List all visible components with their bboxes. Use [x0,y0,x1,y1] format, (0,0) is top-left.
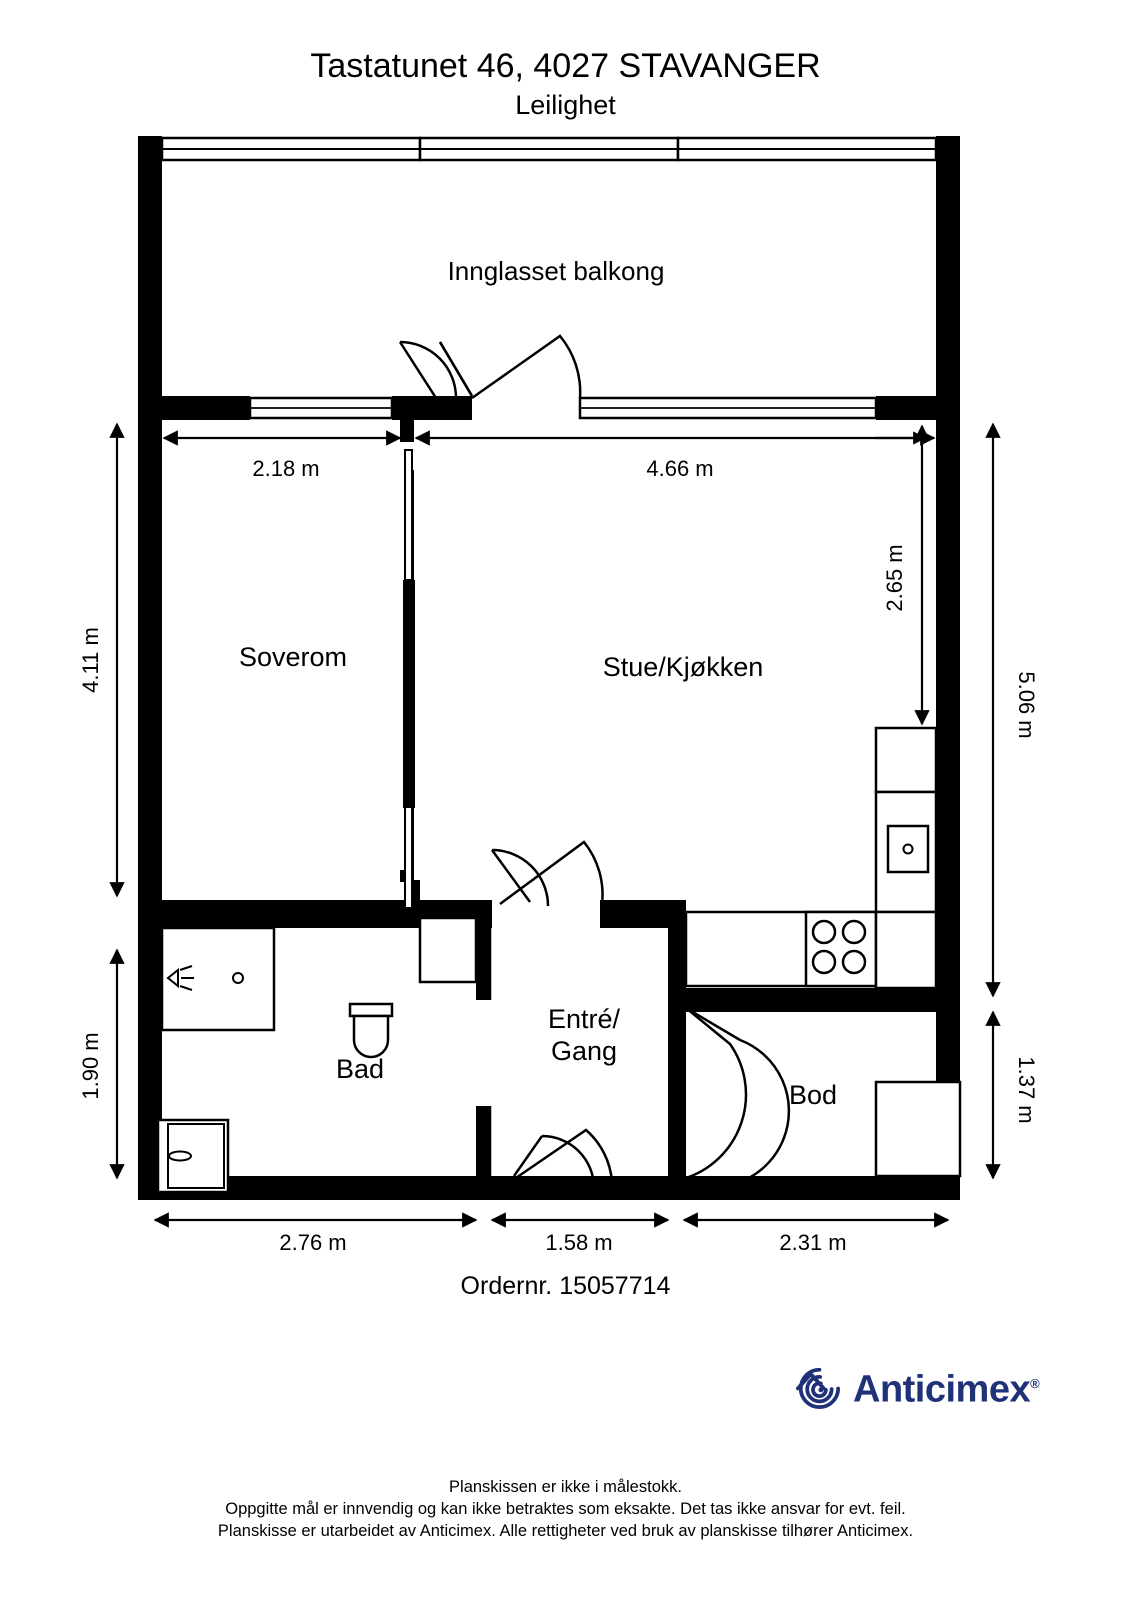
brand-name: Anticimex [853,1368,1031,1411]
dim-label-bottom-mid: 1.58 m [545,1230,612,1255]
dim-label-left-upper: 4.11 m [78,627,103,693]
toilet-icon [348,1002,394,1059]
floorplan-drawing: Innglasset balkong Soverom Stue/Kjøkken … [0,120,1131,1300]
dim-label-bottom-left: 2.76 m [279,1230,346,1255]
room-label-living: Stue/Kjøkken [603,652,764,682]
bathroom-fixtures [156,916,478,1194]
cabinet-icon [874,1080,962,1178]
anticimex-wordmark: Anticimex® [853,1364,1040,1411]
floorplan-svg: Innglasset balkong Soverom Stue/Kjøkken … [78,136,1039,1255]
room-label-balcony: Innglasset balkong [448,256,665,286]
bedroom-door-arc [499,840,604,906]
disclaimer-line-2: Oppgitte mål er innvendig og kan ikke be… [225,1500,906,1518]
dim-label-bottom-right: 2.31 m [779,1230,846,1255]
dim-label-right-outer: 5.06 m [1014,671,1039,738]
washing-machine-icon [156,1118,230,1194]
door-swing-arcs [471,334,748,1184]
storage-fixtures [874,1080,962,1178]
dim-label-kitchen-inner: 2.65 m [882,544,907,611]
page-title: Tastatunet 46, 4027 STAVANGER [310,47,821,85]
disclaimer: Planskissen er ikke i målestokk. Oppgitt… [0,1476,1131,1542]
document-header: Tastatunet 46, 4027 STAVANGER Leilighet [0,46,1131,122]
order-number: Ordernr. 15057714 [460,1272,671,1300]
room-label-hall-line1: Entré/ [548,1004,621,1034]
dim-label-right-lower: 1.37 m [1014,1056,1039,1123]
dimension-labels: 2.18 m 4.66 m 4.11 m 1.90 m 5.06 m 1.37 … [78,456,1039,1255]
anticimex-logo: Anticimex® [795,1356,1065,1418]
room-label-bedroom: Soverom [239,642,347,672]
dim-label-top-right: 4.66 m [646,456,713,481]
dim-label-top-left: 2.18 m [252,456,319,481]
room-label-bathroom: Bad [336,1054,384,1084]
dim-label-left-lower: 1.90 m [78,1032,103,1099]
wall-group [138,136,960,1200]
stove-icon [804,910,878,988]
kitchen-fixtures [684,726,938,990]
bedroom-partition [403,449,415,909]
bod-door-arc [685,1007,748,1180]
disclaimer-line-3: Planskisse er utarbeidet av Anticimex. A… [217,1522,914,1540]
spiral-swirl-icon [796,1367,840,1409]
registered-mark: ® [1030,1376,1040,1392]
dimension-lines [109,422,1001,1228]
sink-icon [886,824,930,874]
room-labels: Innglasset balkong Soverom Stue/Kjøkken … [239,256,837,1110]
room-label-hall-line2: Gang [551,1036,617,1066]
door-group [398,340,791,1189]
page-subtitle: Leilighet [515,90,616,120]
balcony-door-arc [471,334,582,400]
room-label-storage: Bod [789,1080,837,1110]
disclaimer-line-1: Planskissen er ikke i målestokk. [449,1478,682,1496]
entry-front-door-arc [509,1128,614,1184]
bathroom-cabinet [418,916,478,984]
shower-icon [160,926,276,1032]
